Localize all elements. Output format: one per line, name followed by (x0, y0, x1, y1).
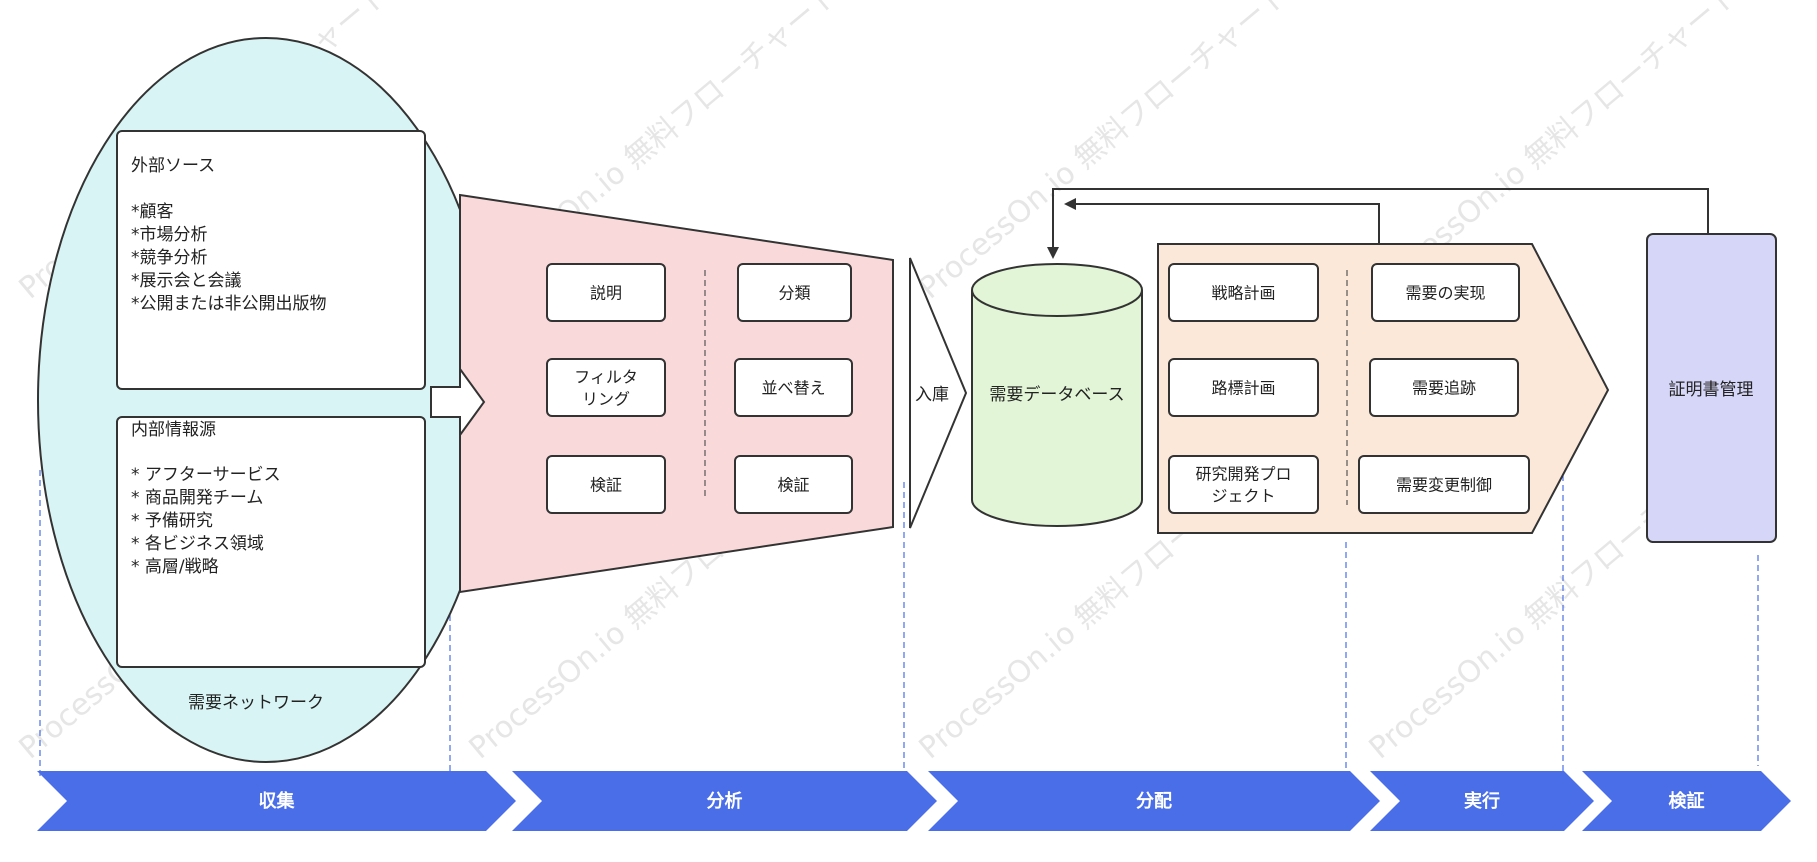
stage-chevron (37, 771, 516, 831)
analysis-step-label: 分類 (778, 284, 810, 303)
analysis-step-frame (546, 263, 666, 322)
database-label: 需要データベース (989, 384, 1124, 405)
execution-step-frame (1168, 358, 1319, 417)
analysis-step-label: 検証 (590, 476, 622, 495)
inbound-arrow-shape (909, 257, 968, 529)
execution-step: 研究開発プロジェクト (1168, 455, 1319, 514)
analysis-step: 検証 (734, 455, 853, 514)
external-source-item: *公開または非公開出版物 (131, 294, 327, 314)
database-body (971, 290, 1143, 527)
internal-sources-box (116, 416, 426, 668)
execution-step-label: 研究開発プロジェクト (1195, 465, 1291, 506)
block-arrow-right (430, 365, 486, 439)
internal-source-item: * 各ビジネス領域 (131, 534, 264, 554)
internal-source-item: * 予備研究 (131, 511, 213, 531)
analysis-step: 検証 (546, 455, 666, 514)
execution-step-frame (1168, 455, 1319, 514)
stage-chevron (1370, 771, 1594, 831)
analysis-step: 並べ替え (734, 358, 853, 417)
analysis-step-frame (546, 358, 666, 417)
certificate-management-box (1646, 233, 1777, 543)
execution-step: 需要変更制御 (1358, 455, 1530, 514)
feedback-connector-certificate (1047, 188, 1709, 259)
execution-step: 路標計画 (1168, 358, 1319, 417)
execution-step-frame (1369, 358, 1519, 417)
external-sources-title: 外部ソース (131, 156, 215, 176)
internal-sources-title: 内部情報源 (131, 420, 216, 440)
external-source-item: *競争分析 (131, 248, 208, 268)
feedback-connector-execution (1064, 198, 1380, 244)
analysis-step: フィルタリング (546, 358, 666, 417)
stage-label: 分析 (707, 790, 743, 812)
internal-source-item: * 高層/戦略 (131, 557, 219, 577)
execution-step-frame (1371, 263, 1520, 322)
execution-step: 需要の実现 (1371, 263, 1520, 322)
analysis-step-label: フィルタリング (574, 368, 638, 409)
stage-label: 検証 (1669, 790, 1705, 812)
stage-chevron (512, 771, 937, 831)
demand-database: 需要データベース (971, 263, 1143, 527)
external-source-item: *展示会と会議 (131, 271, 242, 291)
database-top (971, 263, 1143, 317)
external-source-item: *市場分析 (131, 225, 208, 245)
analysis-step-label: 説明 (590, 284, 622, 303)
stage-label: 収集 (259, 790, 296, 812)
execution-step-label: 需要の実现 (1405, 284, 1485, 303)
execution-step-frame (1168, 263, 1319, 322)
execution-step-frame (1358, 455, 1530, 514)
analysis-step: 分類 (737, 263, 852, 322)
internal-source-item: * アフターサービス (131, 465, 281, 485)
certificate-management-label: 証明書管理 (1669, 380, 1754, 400)
stage-chevron (928, 771, 1380, 831)
analysis-step-frame (546, 455, 666, 514)
stage-label: 実行 (1464, 790, 1500, 812)
execution-step-label: 路標計画 (1211, 379, 1275, 398)
analysis-step: 説明 (546, 263, 666, 322)
inbound-label: 入庫 (915, 385, 949, 405)
execution-step-label: 戦略計画 (1211, 284, 1275, 303)
analysis-step-frame (737, 263, 852, 322)
stage-chevron (1582, 771, 1791, 831)
stage-label: 分配 (1136, 791, 1172, 812)
demand-network-label: 需要ネットワーク (188, 693, 324, 713)
stage-dividers (39, 470, 1759, 776)
stage-band: 収集 分析 分配 実行 検証 (37, 771, 1791, 831)
analysis-step-frame (734, 358, 853, 417)
execution-step: 戦略計画 (1168, 263, 1319, 322)
analysis-step-label: 検証 (777, 476, 809, 495)
execution-step-label: 需要変更制御 (1396, 476, 1492, 495)
external-source-item: *顧客 (131, 202, 174, 222)
execution-step: 需要追跡 (1369, 358, 1519, 417)
analysis-step-frame (734, 455, 853, 514)
internal-source-item: * 商品開発チーム (131, 488, 263, 508)
analysis-step-label: 並べ替え (761, 379, 825, 398)
external-sources-box (116, 130, 426, 390)
execution-step-label: 需要追跡 (1412, 379, 1476, 398)
